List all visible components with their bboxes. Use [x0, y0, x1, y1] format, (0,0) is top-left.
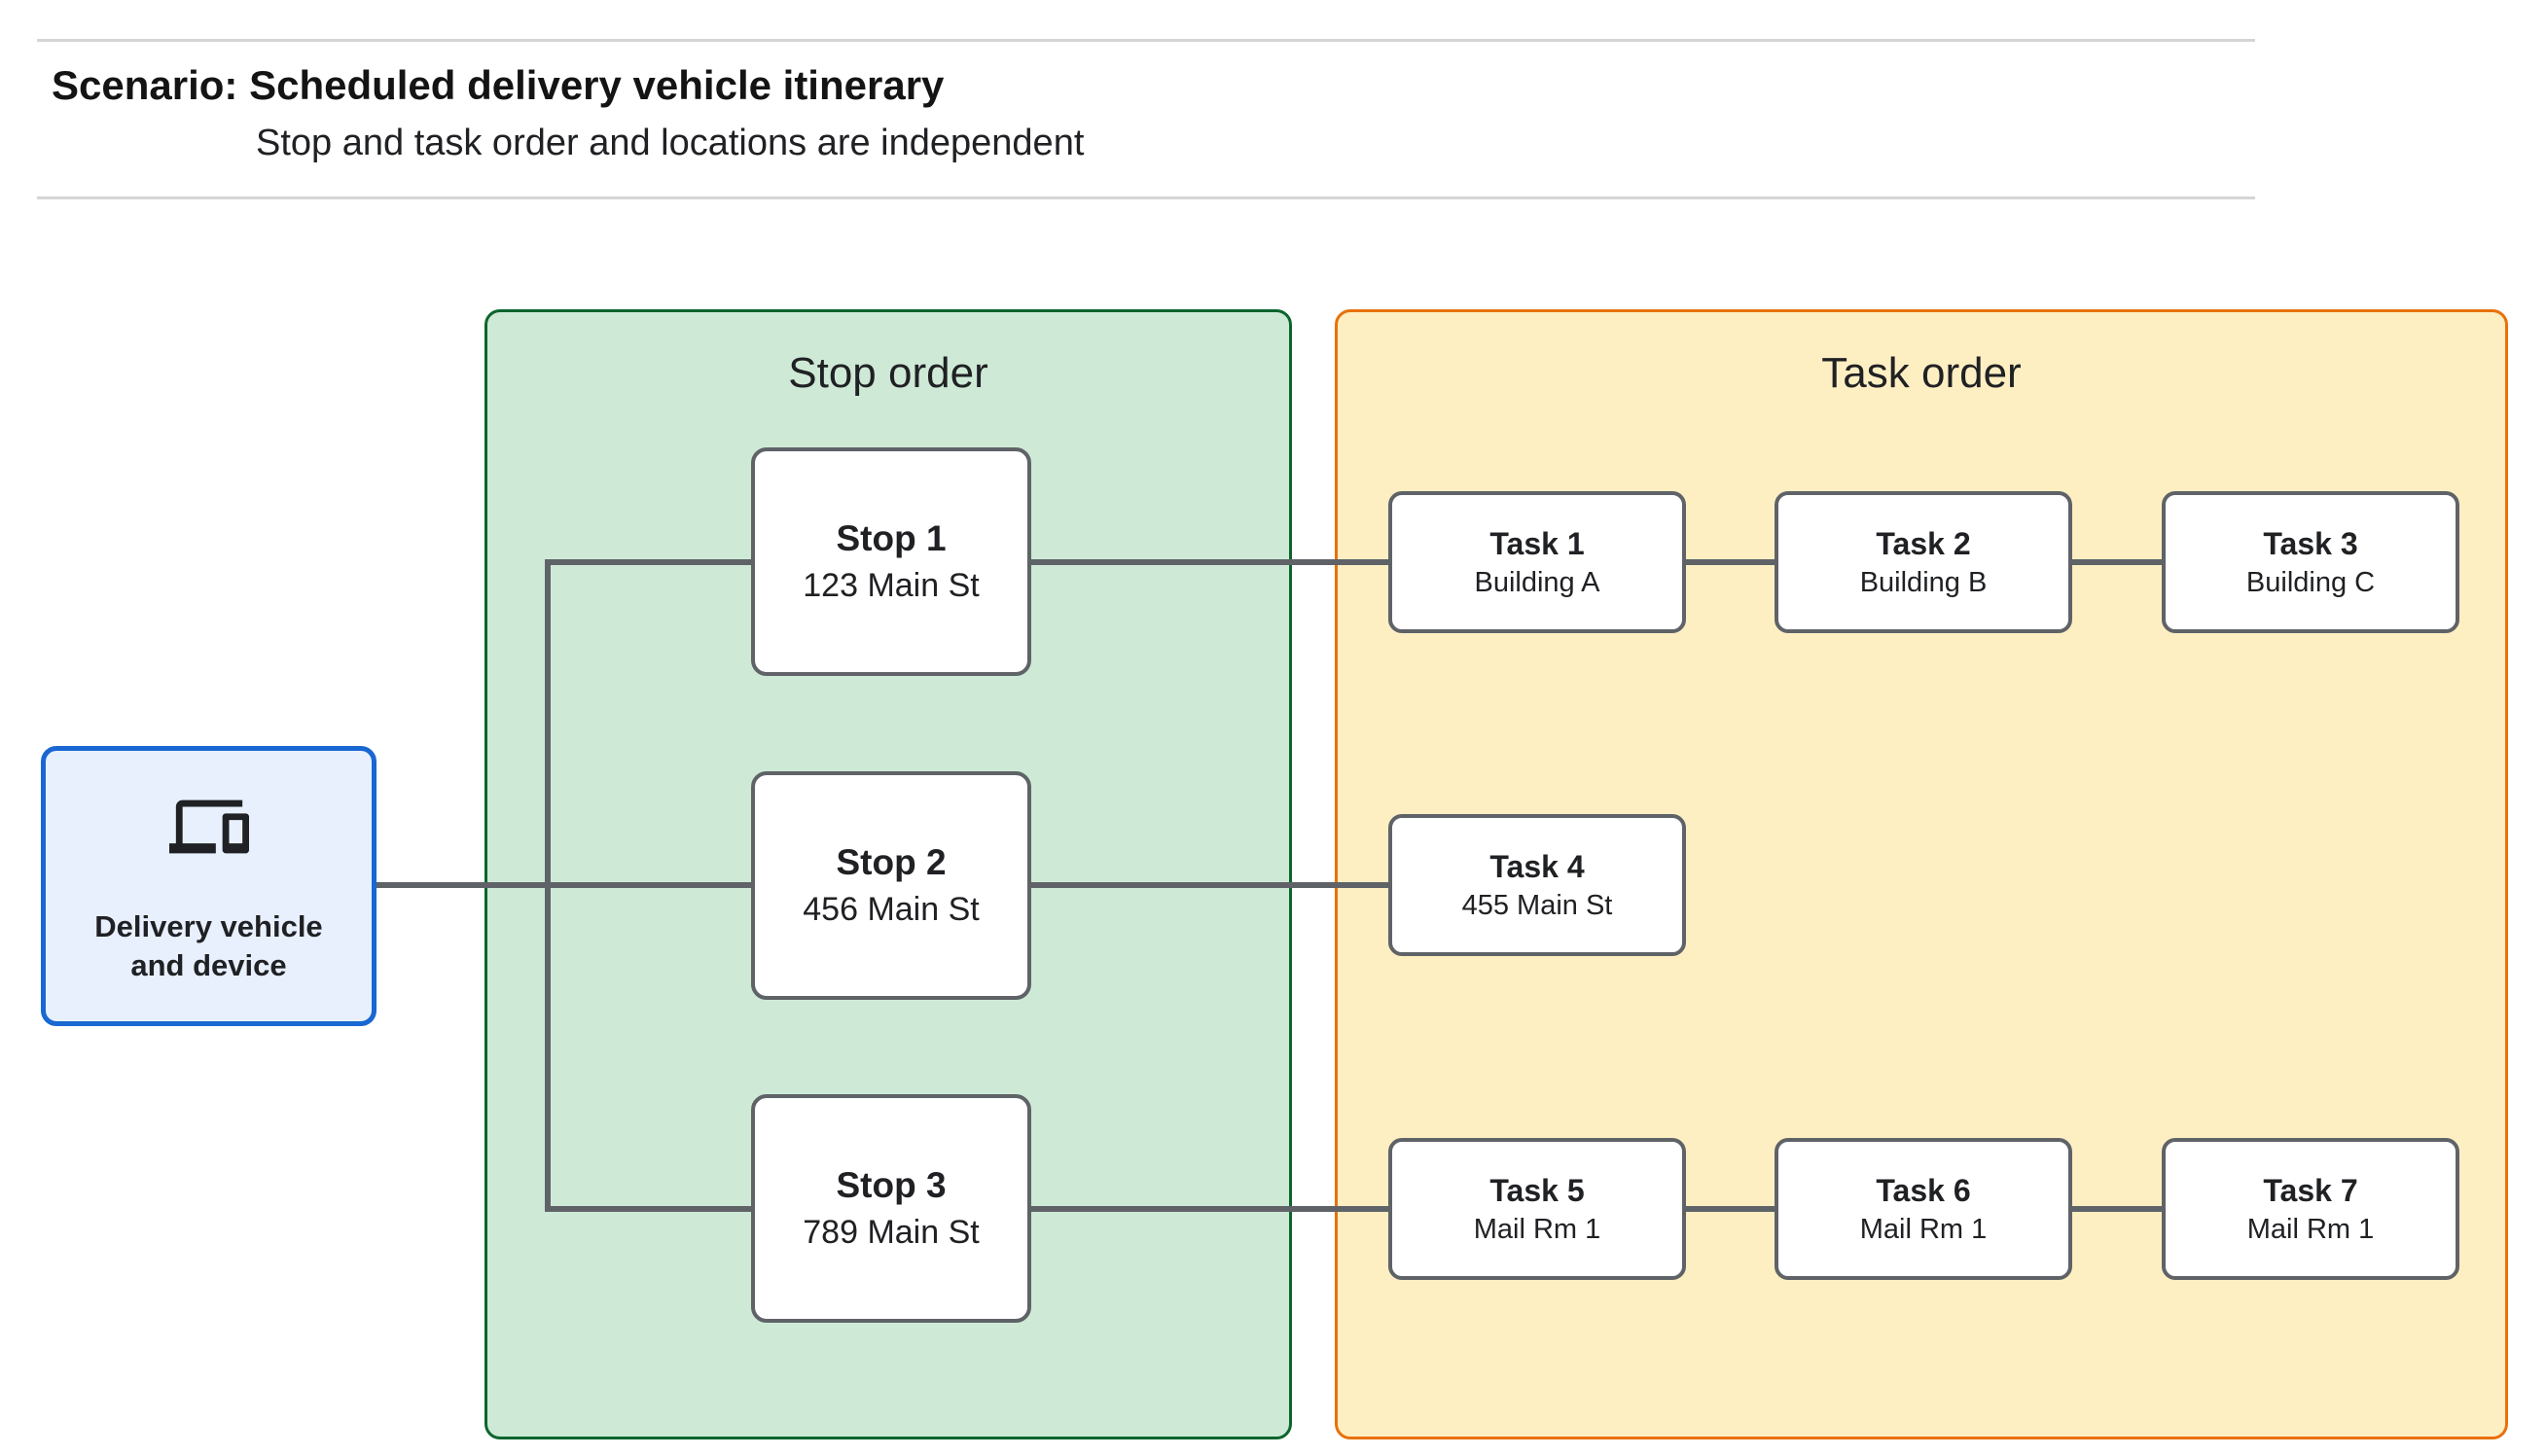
header-divider-top	[37, 39, 2255, 42]
node-title: Stop 3	[836, 1165, 947, 1205]
delivery-vehicle-label-line2: and device	[130, 948, 287, 982]
node-title: Task 4	[1489, 848, 1585, 884]
stop-order-label: Stop order	[788, 349, 988, 397]
task-2-node: Task 2 Building B	[1775, 491, 2072, 633]
connector-trunk-to-stop3	[545, 1206, 751, 1212]
node-title: Task 7	[2263, 1172, 2358, 1208]
scenario-title: Scenario: Scheduled delivery vehicle iti…	[52, 62, 945, 108]
node-title: Task 5	[1489, 1172, 1585, 1208]
node-title: Task 1	[1489, 525, 1585, 561]
delivery-vehicle-node: Delivery vehicle and device	[41, 746, 377, 1026]
node-location: Building B	[1859, 566, 1988, 598]
node-location: Mail Rm 1	[1473, 1213, 1601, 1245]
connector-trunk-to-stop1	[545, 559, 751, 565]
node-location: Building A	[1474, 566, 1600, 598]
task-6-node: Task 6 Mail Rm 1	[1775, 1138, 2072, 1280]
node-title: Task 2	[1876, 525, 1971, 561]
connector-task1-to-task2	[1686, 559, 1775, 565]
task-1-node: Task 1 Building A	[1388, 491, 1686, 633]
connector-stop3-to-task5	[1031, 1206, 1388, 1212]
node-title: Task 6	[1876, 1172, 1971, 1208]
connector-task5-to-task6	[1686, 1206, 1775, 1212]
node-location: 455 Main St	[1461, 889, 1613, 921]
connector-task6-to-task7	[2072, 1206, 2162, 1212]
connector-vehicle-to-stop2	[377, 882, 751, 888]
task-order-label: Task order	[1821, 349, 2022, 397]
node-title: Stop 2	[836, 842, 947, 882]
connector-task2-to-task3	[2072, 559, 2162, 565]
node-title: Task 3	[2263, 525, 2358, 561]
stop-2-node: Stop 2 456 Main St	[751, 771, 1031, 1000]
node-location: 456 Main St	[803, 891, 980, 928]
task-5-node: Task 5 Mail Rm 1	[1388, 1138, 1686, 1280]
header-divider-bottom	[37, 196, 2255, 199]
node-location: Building C	[2245, 566, 2376, 598]
connector-stop2-to-task4	[1031, 882, 1388, 888]
task-3-node: Task 3 Building C	[2162, 491, 2459, 633]
node-location: 789 Main St	[803, 1214, 980, 1251]
devices-icon	[168, 799, 249, 854]
task-7-node: Task 7 Mail Rm 1	[2162, 1138, 2459, 1280]
connector-stop1-to-task1	[1031, 559, 1388, 565]
scenario-subtitle: Stop and task order and locations are in…	[256, 123, 1085, 163]
stop-3-node: Stop 3 789 Main St	[751, 1094, 1031, 1323]
stop-1-node: Stop 1 123 Main St	[751, 447, 1031, 676]
node-location: 123 Main St	[803, 567, 980, 604]
task-4-node: Task 4 455 Main St	[1388, 814, 1686, 956]
node-location: Mail Rm 1	[2246, 1213, 2375, 1245]
node-title: Stop 1	[836, 518, 947, 558]
delivery-vehicle-label-line1: Delivery vehicle	[94, 908, 323, 943]
node-location: Mail Rm 1	[1859, 1213, 1988, 1245]
